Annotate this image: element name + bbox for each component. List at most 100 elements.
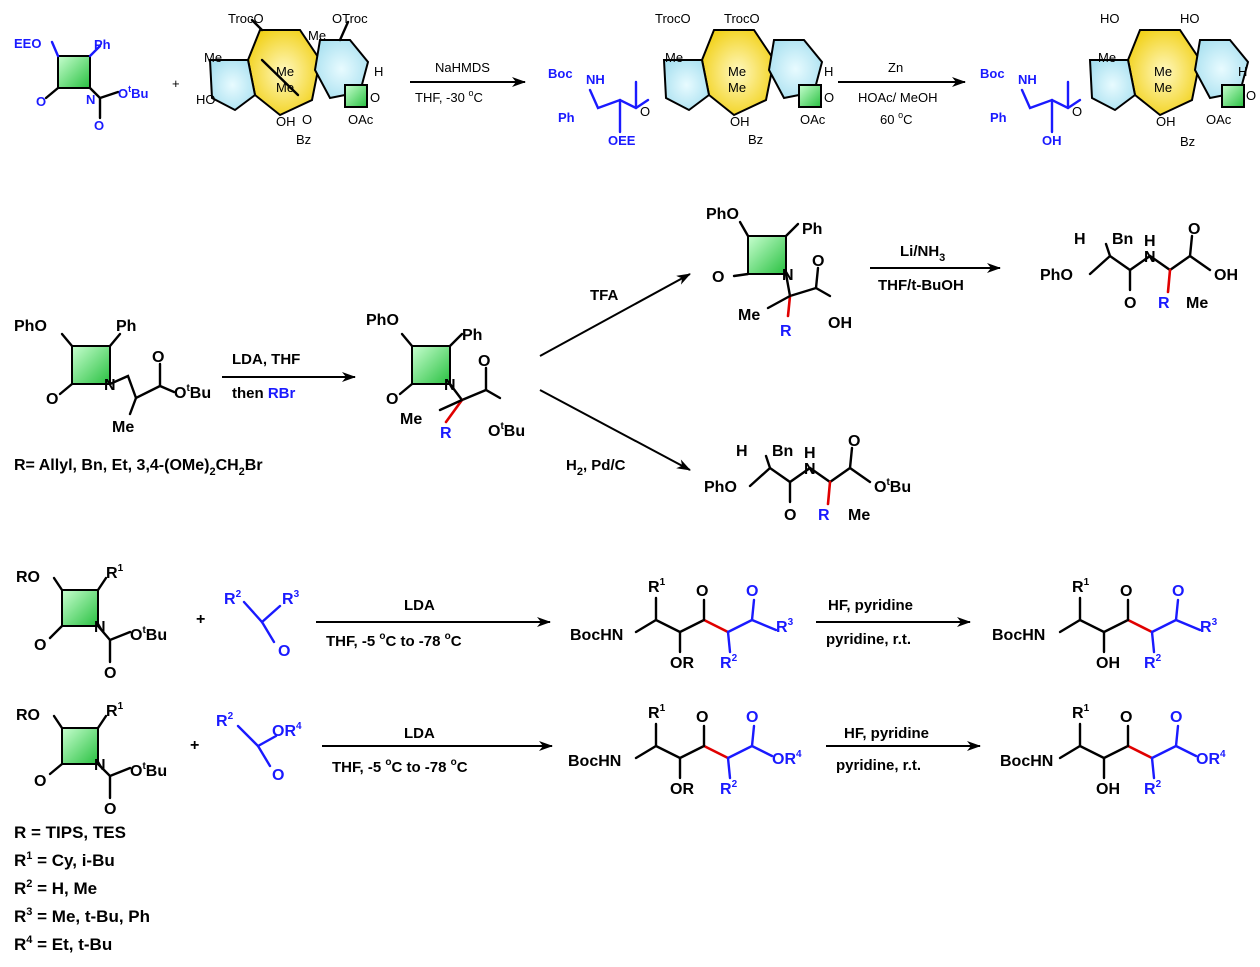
ho-1: HO [196,92,216,107]
o-ester-p1: O [640,104,650,119]
o1-f3: O [1120,583,1132,600]
n-da1: N [1144,249,1156,266]
o-oxetane-p1: O [824,90,834,105]
step1-arrow: NaHMDS THF, -30 oC [410,60,526,105]
r2-ketone: R2 [224,589,242,608]
h-p1: H [824,64,833,79]
row3-step1: LDA THF, -5 oC to -78 oC [316,597,551,650]
row4-final: R1 BocHN O O OR4 OH R2 [1000,703,1226,798]
oh-da1: OH [1214,267,1238,284]
row3-lactam: RO R1 O N OtBu O [16,563,167,682]
o-mid: O [386,391,398,408]
pho-da1: PhO [1040,267,1073,284]
o2-p3: O [746,583,758,600]
otbu-mid: OtBu [488,421,525,440]
ph-label-r2: Ph [116,318,136,335]
row2-step1: LDA, THF then RBr [222,351,356,402]
boc-o: O [94,118,104,133]
oh-f3: OH [1096,655,1120,672]
o1-p3: O [696,583,708,600]
nh-h-da2: H [804,445,816,462]
nahmds-label: NaHMDS [435,60,490,75]
row1-lactam: EEO Ph O N OtBu O [14,36,149,133]
me-da2: Me [848,507,870,524]
me-3: Me [276,64,294,79]
r2-f4: R2 [1144,779,1162,798]
r2-p3: R2 [720,653,738,672]
or-p4: OR [670,781,694,798]
legend-r2: R2 = H, Me [14,878,97,898]
substituent-legend: R = TIPS, TES R1 = Cy, i-Bu R2 = H, Me R… [14,823,150,954]
zn-label: Zn [888,60,903,75]
oh-p2: OH [1156,114,1176,129]
row2-diamide-acid: H Bn PhO H N O R Me O OH [1040,221,1238,312]
o-ester: O [272,767,284,784]
oac-1: OAc [348,112,374,127]
otbu-da2: OtBu [874,477,911,496]
boc-label-p2: Boc [980,66,1005,81]
me-4: Me [276,80,294,95]
r1-r3: R1 [106,563,124,582]
o-ketone: O [278,643,290,660]
r1-p3: R1 [648,577,666,596]
r3-f3: R3 [1200,617,1218,636]
me-acid: Me [738,307,760,324]
pyridine-rt-r3: pyridine, r.t. [826,631,911,648]
or4-ester: OR4 [272,721,302,740]
row2-h2-branch: H2, Pd/C [539,389,691,478]
row4-ester: R2 OR4 O [216,711,302,784]
tfa-label: TFA [590,287,618,304]
o-acid-top: O [812,253,824,270]
o-r4-bot: O [104,801,116,818]
n-r4: N [94,757,106,774]
otbu-r3: OtBu [130,625,167,644]
carbonyl-o: O [36,94,46,109]
row4-product: R1 BocHN O O OR4 OR R2 [568,703,802,798]
row3-final: R1 BocHN O O R3 OH R2 [992,577,1218,672]
oh-p1: OH [730,114,750,129]
or4-f4: OR4 [1196,749,1226,768]
pyridine-rt-r4: pyridine, r.t. [836,757,921,774]
row3-product: R1 BocHN O O R3 OR R2 [570,577,794,672]
li-nh3-label: Li/NH3 [900,243,945,264]
nh-label-p2: NH [1018,72,1037,87]
n-mid: N [444,377,456,394]
ph-label: Ph [94,37,111,52]
obz-o-1: O [302,112,312,127]
step2-arrow: Zn HOAc/ MeOH 60 oC [838,60,966,127]
bz-p2: Bz [1180,134,1195,149]
h2-pdc-label: H2, Pd/C [566,457,626,478]
o2-f4: O [1170,709,1182,726]
r1-r4: R1 [106,701,124,720]
oh-f4: OH [1096,781,1120,798]
r2-ester: R2 [216,711,234,730]
pho-label: PhO [14,318,47,335]
r3-ketone: R3 [282,589,300,608]
bochn-f4: BocHN [1000,753,1053,770]
r2-p4: R2 [720,779,738,798]
o-da1-top: O [1188,221,1200,238]
plus-r4: + [190,737,199,754]
me-mid: Me [400,411,422,428]
row2-tfa-branch: TFA [539,273,691,357]
o-oxetane-p2: O [1246,88,1256,103]
me-1: Me [204,50,222,65]
ro-r4: RO [16,707,40,724]
row3-ketone: R2 R3 O [224,589,300,660]
bochn-p4: BocHN [568,753,621,770]
bn-da1: Bn [1112,231,1133,248]
o-da2-top: O [848,433,860,450]
oac-p2: OAc [1206,112,1232,127]
legend-r3: R3 = Me, t-Bu, Ph [14,906,150,926]
row2-li-step: Li/NH3 THF/t-BuOH [870,243,1001,294]
o-mid-top: O [478,353,490,370]
h-p2: H [1238,64,1247,79]
row2-mid-lactam: PhO Ph O N Me R O OtBu [366,312,525,442]
r-da1: R [1158,295,1170,312]
me-p2: Me [1098,50,1116,65]
temp-label-r4: THF, -5 oC to -78 oC [332,757,468,776]
oh-1: OH [276,114,296,129]
troco-1: TrocO [228,11,264,26]
legend-r1: R1 = Cy, i-Bu [14,850,115,870]
